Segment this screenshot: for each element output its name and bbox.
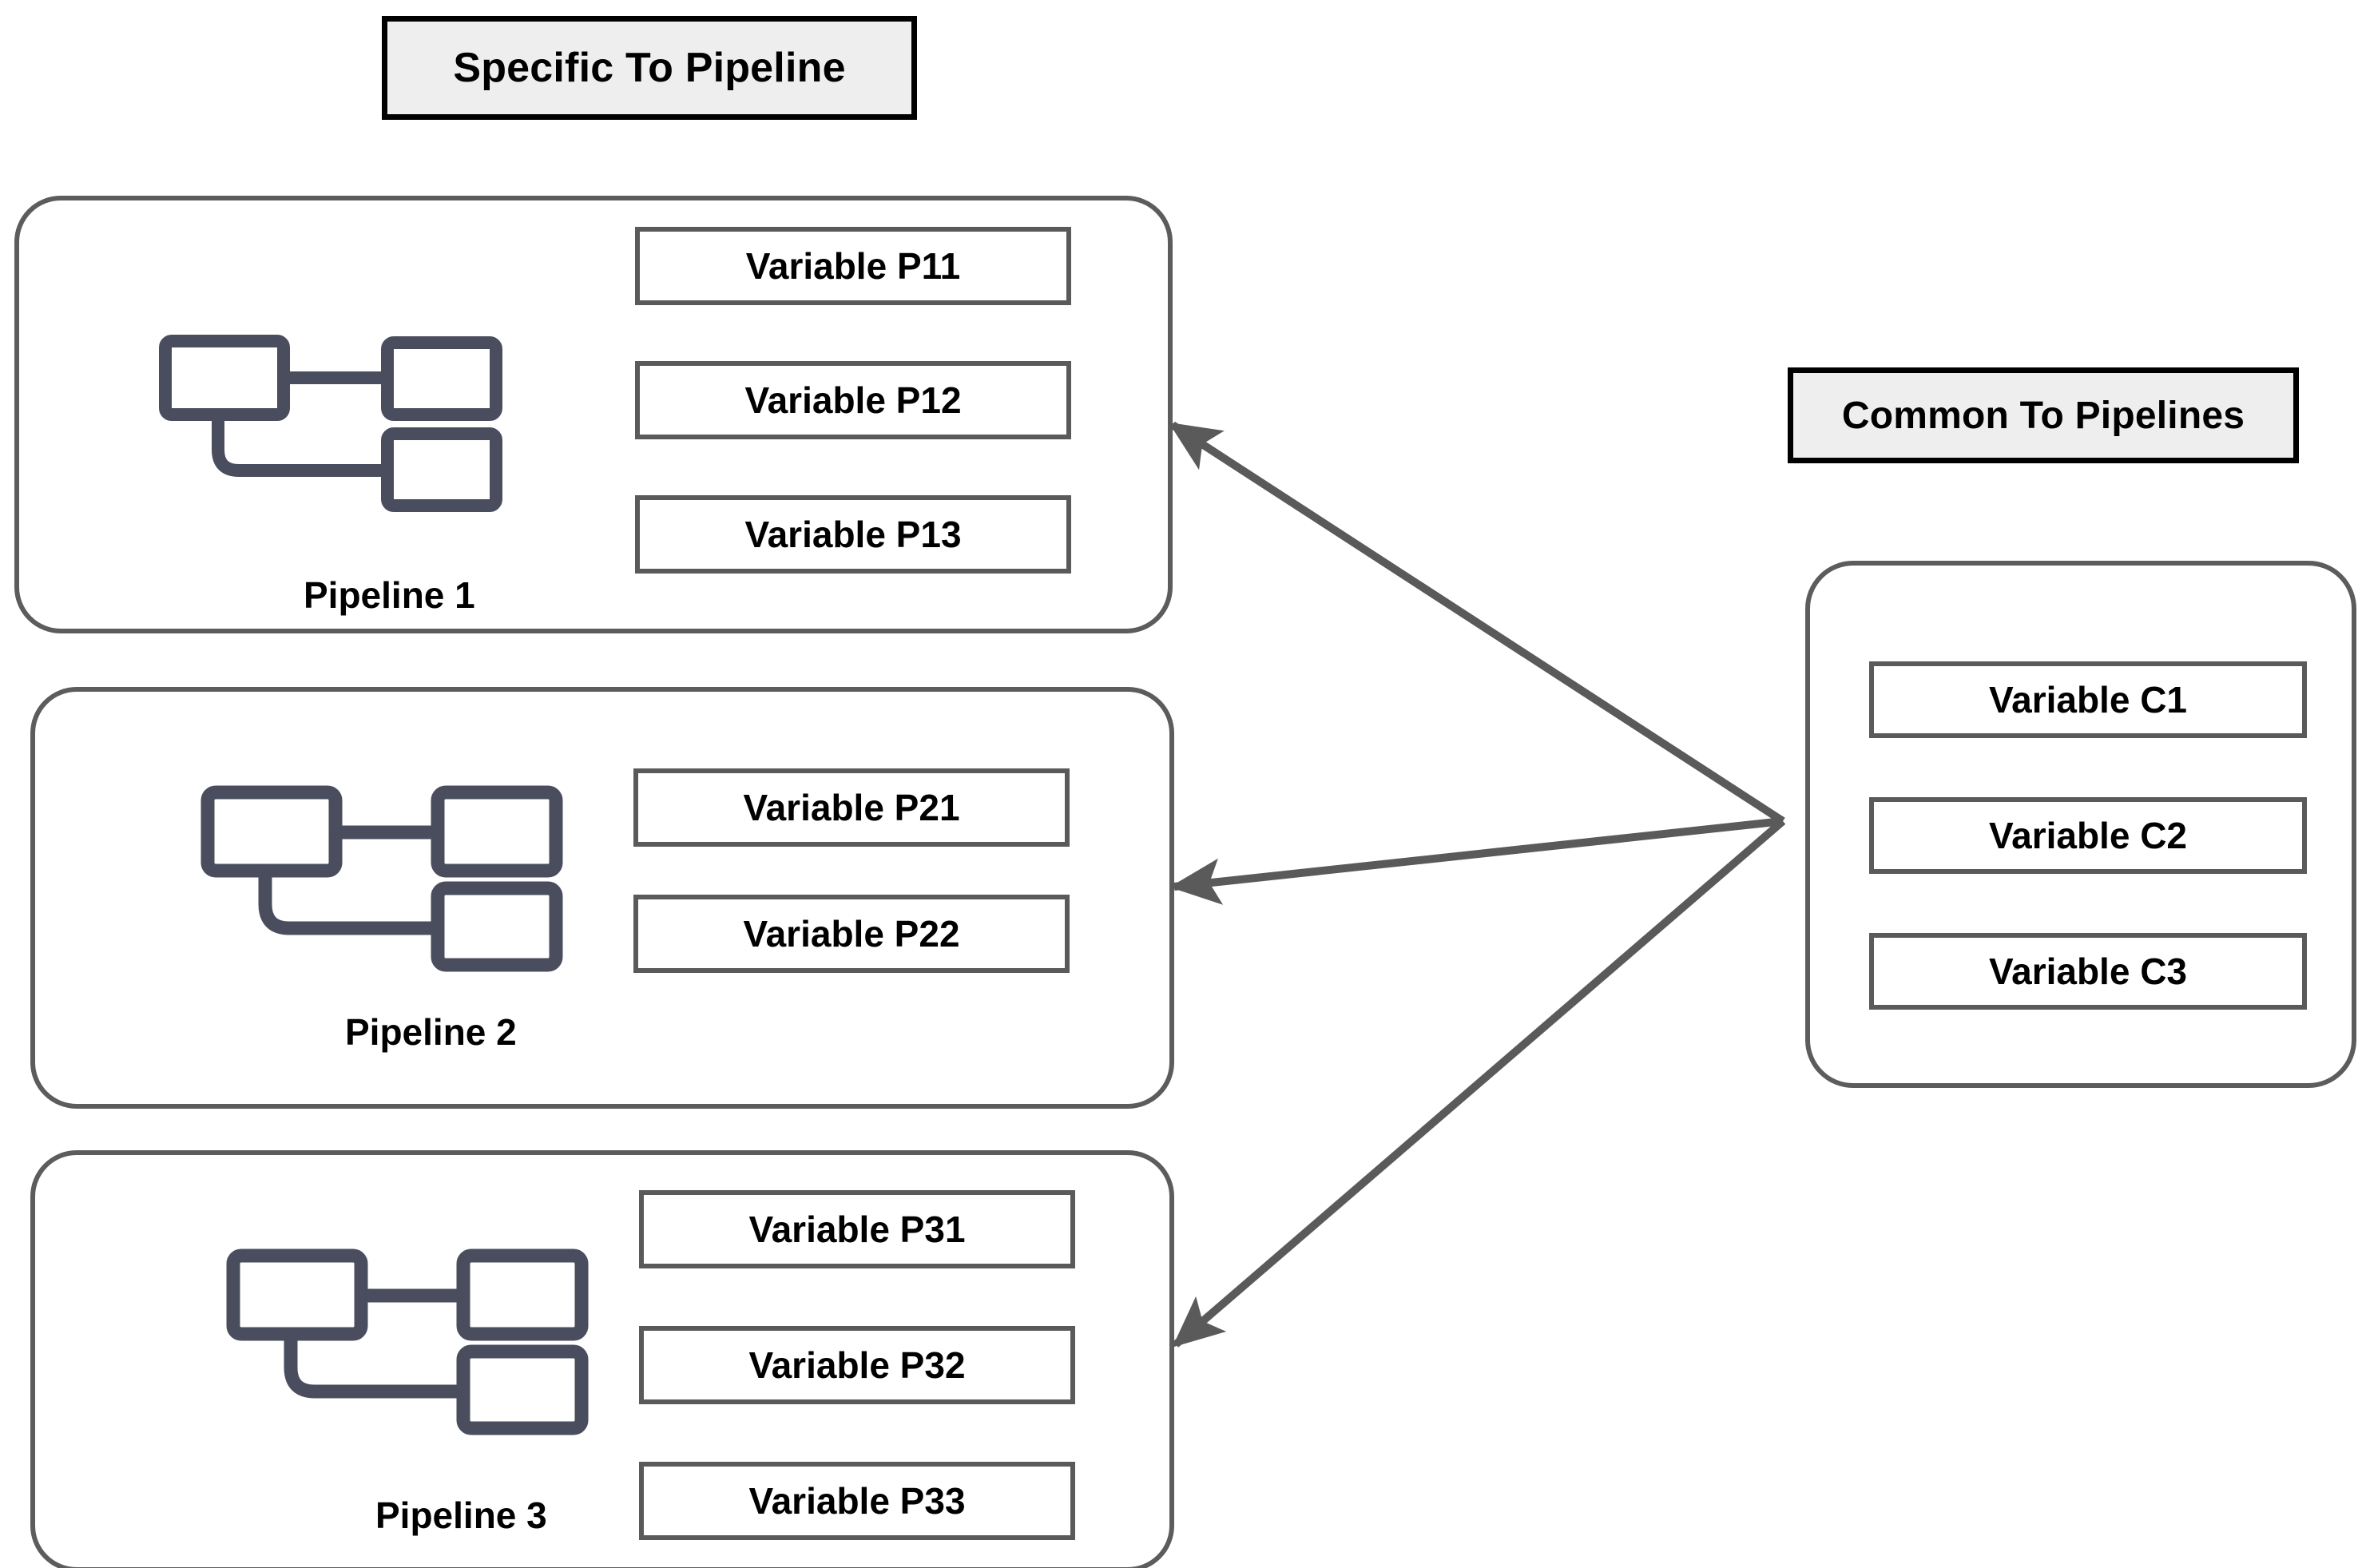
variable-box-p33[interactable]: Variable P33 xyxy=(639,1462,1075,1540)
section-header-common-to-pipelines: Common To Pipelines xyxy=(1788,367,2299,463)
variable-box-p11[interactable]: Variable P11 xyxy=(635,227,1071,305)
variable-box-c2[interactable]: Variable C2 xyxy=(1869,797,2307,874)
variable-box-c3[interactable]: Variable C3 xyxy=(1869,933,2307,1010)
variable-box-p32[interactable]: Variable P32 xyxy=(639,1326,1075,1404)
variable-box-p22[interactable]: Variable P22 xyxy=(633,895,1070,973)
pipeline-label-1: Pipeline 1 xyxy=(304,574,475,616)
pipeline-nodes-icon xyxy=(226,1248,589,1435)
pipeline-nodes-icon xyxy=(159,335,502,512)
variable-box-p31[interactable]: Variable P31 xyxy=(639,1190,1075,1268)
variable-box-p21[interactable]: Variable P21 xyxy=(633,768,1070,847)
section-header-specific-to-pipeline: Specific To Pipeline xyxy=(382,16,917,120)
arrow-common-to-pipeline-2 xyxy=(1169,817,1784,905)
pipeline-nodes-icon xyxy=(200,785,563,972)
arrow-common-to-pipeline-1 xyxy=(1169,421,1785,825)
pipeline-label-3: Pipeline 3 xyxy=(375,1495,547,1536)
variable-box-p12[interactable]: Variable P12 xyxy=(635,361,1071,439)
variable-box-p13[interactable]: Variable P13 xyxy=(635,495,1071,574)
variable-box-c1[interactable]: Variable C1 xyxy=(1869,661,2307,738)
arrow-common-to-pipeline-3 xyxy=(1172,818,1786,1348)
pipeline-label-2: Pipeline 2 xyxy=(345,1011,517,1053)
